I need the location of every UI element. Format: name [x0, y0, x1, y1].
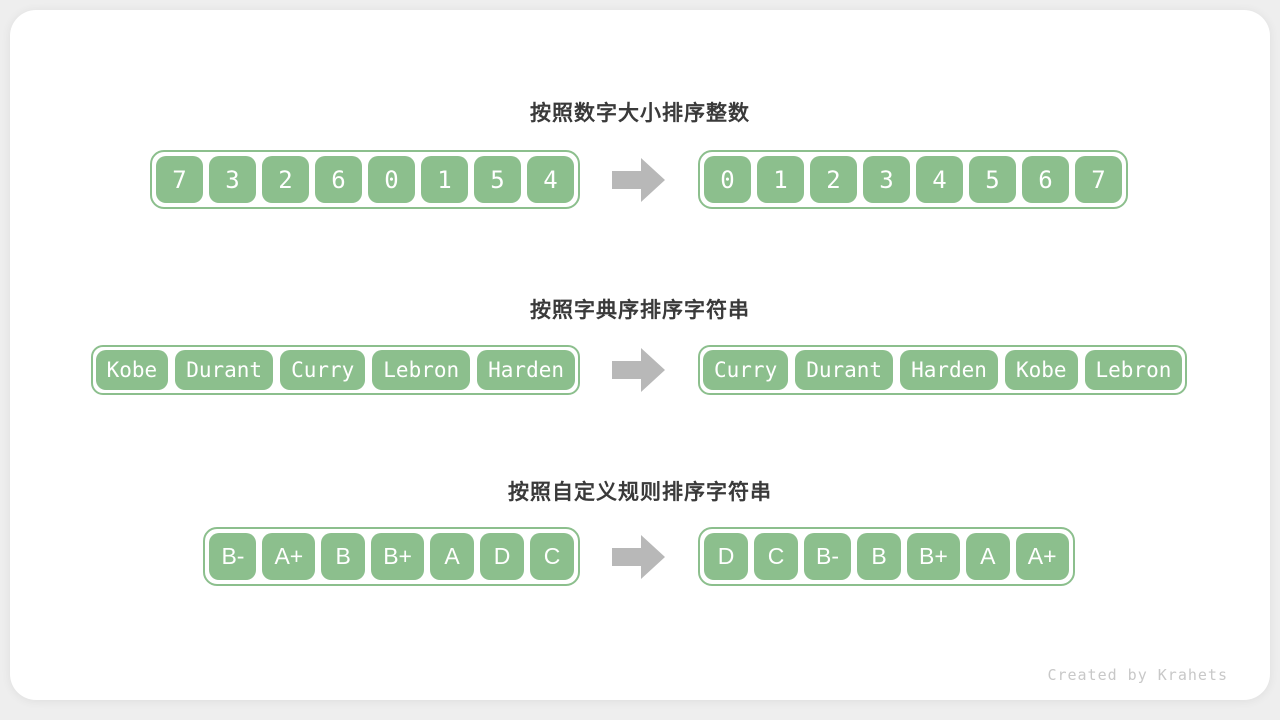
array-cell: Durant	[795, 350, 894, 390]
credit-text: Created by Krahets	[1047, 666, 1228, 684]
array-cell: 4	[527, 156, 574, 203]
section-title: 按照自定义规则排序字符串	[508, 481, 772, 504]
array-cell: Kobe	[1004, 350, 1078, 390]
section-title: 按照字典序排序字符串	[530, 299, 750, 322]
array-cell: 5	[474, 156, 521, 203]
array-cell: D	[704, 533, 748, 580]
array-cell: 1	[757, 156, 804, 203]
array-cell: Harden	[900, 350, 998, 390]
array-cell: 6	[1022, 156, 1069, 203]
arrow-right-icon	[612, 157, 665, 202]
array-cell: Lebron	[372, 350, 471, 390]
array-cell: C	[754, 533, 798, 580]
arrow-right-icon	[612, 348, 665, 392]
array-cell: B+	[907, 533, 960, 580]
array-cell: Harden	[477, 350, 575, 390]
arrow-zone	[580, 157, 698, 203]
array-cell: Lebron	[1084, 350, 1183, 390]
array-cell: C	[530, 533, 574, 580]
array-cell: B-	[209, 533, 257, 580]
array-cell: Curry	[280, 350, 366, 390]
array-cell: A	[965, 533, 1010, 580]
array-cell: 6	[315, 156, 362, 203]
array-cell: 3	[863, 156, 910, 203]
array-cell: B+	[371, 533, 424, 580]
array-cell: B	[321, 533, 366, 580]
array-cell: B	[857, 533, 901, 580]
array-cell: Durant	[175, 350, 274, 390]
array-cell: 5	[969, 156, 1016, 203]
section-title: 按照数字大小排序整数	[530, 102, 750, 125]
array-cell: 7	[156, 156, 203, 203]
array-cell: 1	[421, 156, 468, 203]
arrow-zone	[580, 347, 698, 393]
array-cell: 2	[810, 156, 857, 203]
array-cell: Kobe	[95, 350, 169, 390]
array-cell: D	[480, 533, 524, 580]
array-cell: A	[430, 533, 474, 580]
array-cell: 0	[704, 156, 751, 203]
array-cell: 7	[1075, 156, 1122, 203]
arrow-right-icon	[612, 534, 665, 579]
array-cell: 3	[209, 156, 256, 203]
array-cell: A+	[262, 533, 316, 580]
array-cell: B-	[804, 533, 851, 580]
array-cell: A+	[1015, 533, 1069, 580]
array-cell: Curry	[703, 350, 789, 390]
array-cell: 2	[262, 156, 309, 203]
array-cell: 4	[916, 156, 963, 203]
arrow-zone	[580, 534, 698, 580]
array-cell: 0	[368, 156, 415, 203]
